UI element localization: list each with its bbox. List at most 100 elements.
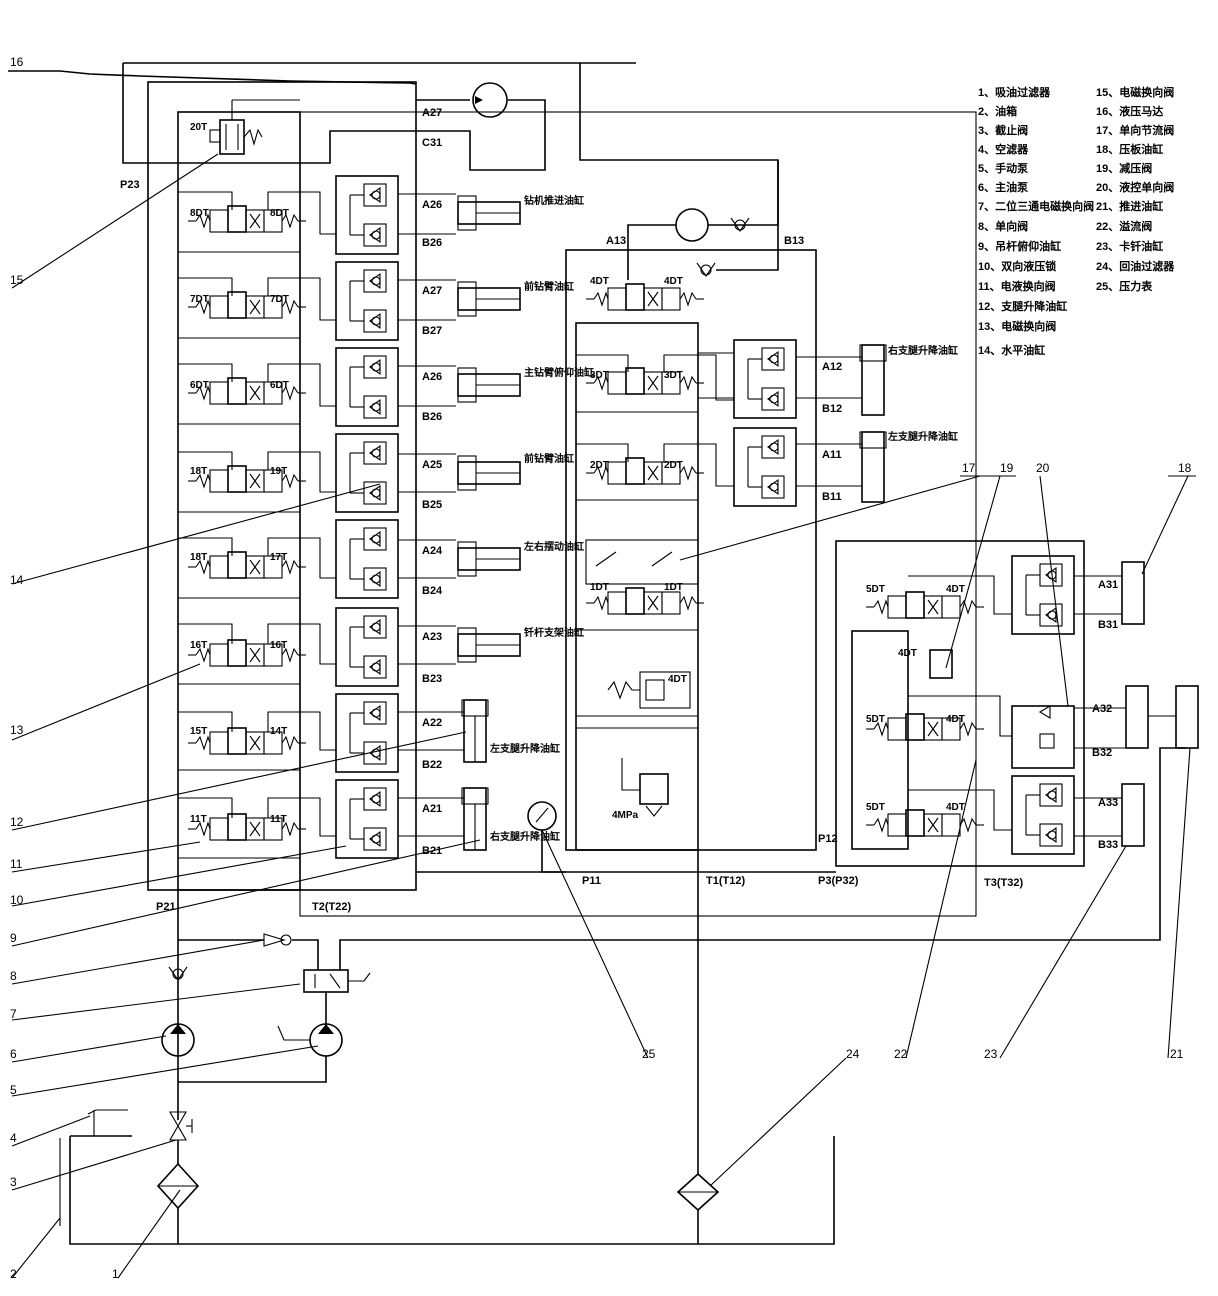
svg-text:4MPa: 4MPa (612, 810, 639, 821)
svg-text:13、电磁换向阀: 13、电磁换向阀 (978, 319, 1056, 333)
svg-text:右支腿升降油缸: 右支腿升降油缸 (887, 344, 958, 357)
svg-text:17、单向节流阀: 17、单向节流阀 (1096, 123, 1174, 137)
line-16 (8, 70, 417, 85)
svg-text:A26: A26 (422, 199, 442, 211)
svg-text:钎杆支架油缸: 钎杆支架油缸 (524, 626, 584, 639)
svg-text:6DT: 6DT (190, 380, 209, 391)
svg-text:B23: B23 (422, 673, 442, 685)
svg-text:T3(T32): T3(T32) (984, 877, 1023, 889)
svg-text:左支腿升降油缸: 左支腿升降油缸 (887, 430, 958, 443)
svg-text:24、回油过滤器: 24、回油过滤器 (1096, 259, 1175, 273)
svg-text:P12: P12 (818, 833, 838, 845)
svg-text:P21: P21 (156, 901, 176, 913)
svg-text:23、卡钎油缸: 23、卡钎油缸 (1096, 239, 1163, 253)
svg-text:7DT: 7DT (190, 294, 209, 305)
pump-circuit (59, 747, 1186, 1245)
callout-17: 17 (962, 461, 976, 475)
svg-text:4DT: 4DT (946, 802, 965, 813)
svg-text:8DT: 8DT (190, 208, 209, 219)
svg-text:A24: A24 (422, 545, 443, 557)
right-valve-rows (865, 555, 1199, 855)
svg-text:18T: 18T (190, 466, 207, 477)
svg-text:4、空滤器: 4、空滤器 (978, 142, 1029, 156)
svg-text:8DT: 8DT (270, 208, 289, 219)
svg-text:A27: A27 (422, 107, 442, 119)
svg-text:18T: 18T (190, 552, 207, 563)
callout-12: 12 (10, 815, 24, 829)
svg-text:6、主油泵: 6、主油泵 (978, 180, 1028, 194)
svg-text:22、溢流阀: 22、溢流阀 (1096, 219, 1152, 233)
callout-23: 23 (984, 1047, 998, 1061)
callout-19: 19 (1000, 461, 1014, 475)
svg-text:左右摆动油缸: 左右摆动油缸 (523, 540, 584, 553)
legend: 1、吸油过滤器 2、油箱 3、截止阀 4、空滤器 5、手动泵 6、主油泵 7、二… (978, 85, 1175, 357)
svg-text:4DT: 4DT (946, 584, 965, 595)
svg-text:A21: A21 (422, 803, 442, 815)
svg-text:18、压板油缸: 18、压板油缸 (1096, 142, 1163, 156)
svg-text:左支腿升降油缸: 左支腿升降油缸 (489, 742, 560, 755)
svg-text:C31: C31 (422, 137, 442, 149)
svg-text:3、截止阀: 3、截止阀 (978, 123, 1028, 137)
svg-text:10、双向液压锁: 10、双向液压锁 (978, 259, 1056, 273)
callout-leaders (11, 153, 1196, 1279)
middle-valve-rows (576, 208, 887, 817)
callout-7: 7 (10, 1007, 17, 1021)
svg-text:右支腿升降油缸: 右支腿升降油缸 (489, 830, 560, 843)
pressure-gauge-icon (527, 801, 557, 831)
svg-text:4DT: 4DT (664, 276, 683, 287)
svg-text:4DT: 4DT (668, 674, 687, 685)
svg-text:12、支腿升降油缸: 12、支腿升降油缸 (978, 299, 1067, 313)
svg-text:3DT: 3DT (590, 370, 609, 381)
left-valve-block-outer (147, 81, 977, 917)
svg-text:4DT: 4DT (898, 648, 917, 659)
svg-text:5DT: 5DT (866, 714, 885, 725)
svg-text:A26: A26 (422, 371, 442, 383)
svg-text:7、二位三通电磁换向阀: 7、二位三通电磁换向阀 (978, 199, 1094, 213)
svg-text:B26: B26 (422, 237, 442, 249)
hydraulic-motor-16 (472, 82, 508, 118)
svg-text:A27: A27 (422, 285, 442, 297)
svg-text:1、吸油过滤器: 1、吸油过滤器 (978, 85, 1051, 99)
callout-11: 11 (10, 857, 23, 871)
svg-text:P3(P32): P3(P32) (818, 875, 859, 887)
svg-text:15T: 15T (190, 726, 207, 737)
svg-text:4DT: 4DT (590, 276, 609, 287)
callout-1: 1 (112, 1267, 119, 1281)
callout-25: 25 (642, 1047, 656, 1061)
svg-text:B27: B27 (422, 325, 442, 337)
callout-13: 13 (10, 723, 24, 737)
svg-text:2DT: 2DT (590, 460, 609, 471)
svg-text:A22: A22 (422, 717, 442, 729)
callout-21: 21 (1170, 1047, 1184, 1061)
callout-24: 24 (846, 1047, 860, 1061)
svg-text:5、手动泵: 5、手动泵 (978, 161, 1028, 175)
svg-text:T2(T22): T2(T22) (312, 901, 351, 913)
svg-text:T1(T12): T1(T12) (706, 875, 745, 887)
svg-text:B26: B26 (422, 411, 442, 423)
callout-5: 5 (10, 1083, 17, 1097)
svg-text:B24: B24 (422, 585, 443, 597)
solenoid-tags: 20T 8DT 8DT 7DT 7DT 6DT 6DT 18T 19T 18T … (190, 122, 965, 825)
svg-text:16、液压马达: 16、液压马达 (1096, 104, 1163, 118)
svg-text:25、压力表: 25、压力表 (1096, 279, 1153, 293)
callout-20: 20 (1036, 461, 1050, 475)
solenoid-valve-15 (209, 99, 300, 155)
svg-text:1DT: 1DT (590, 582, 609, 593)
svg-text:B13: B13 (784, 235, 804, 247)
callout-3: 3 (10, 1175, 17, 1189)
svg-text:5DT: 5DT (866, 802, 885, 813)
svg-text:P11: P11 (582, 875, 601, 887)
svg-text:14T: 14T (270, 726, 287, 737)
svg-text:6DT: 6DT (270, 380, 289, 391)
svg-text:2DT: 2DT (664, 460, 683, 471)
svg-text:B25: B25 (422, 499, 442, 511)
svg-text:1DT: 1DT (664, 582, 683, 593)
svg-text:16T: 16T (190, 640, 207, 651)
svg-text:9、吊杆俯仰油缸: 9、吊杆俯仰油缸 (978, 239, 1061, 253)
callout-9: 9 (10, 931, 17, 945)
svg-text:16T: 16T (270, 640, 287, 651)
svg-text:A32: A32 (1092, 703, 1112, 715)
svg-text:11T: 11T (270, 814, 287, 825)
svg-text:21、推进油缸: 21、推进油缸 (1096, 199, 1163, 213)
